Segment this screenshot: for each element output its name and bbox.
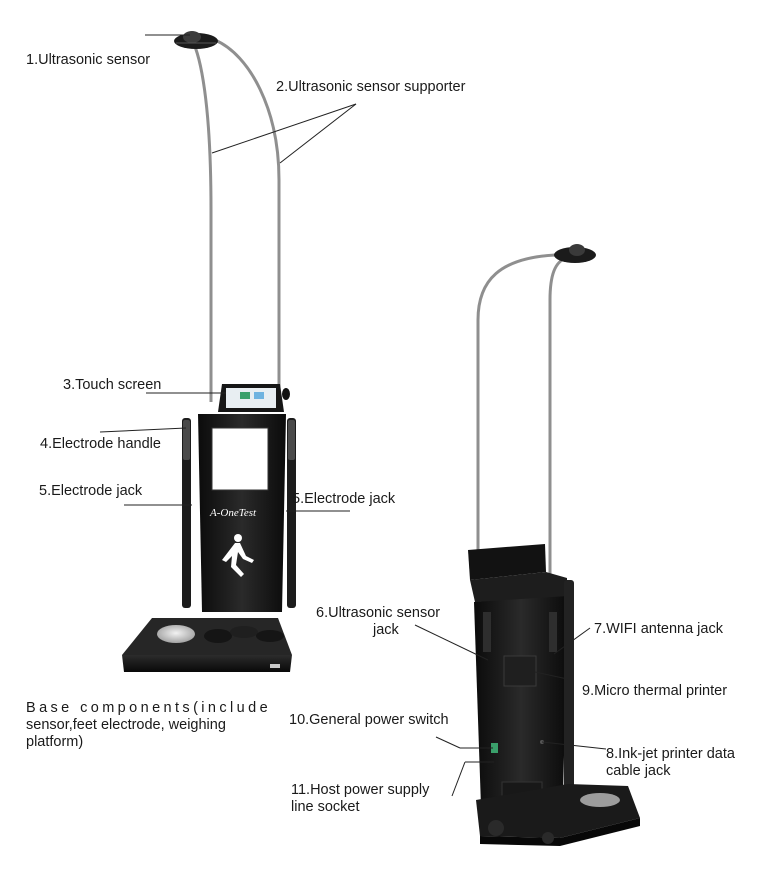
back-top-module: [468, 544, 567, 602]
leader-line-wifi-jack: [553, 627, 591, 655]
leader-line-supporter-left: [211, 103, 357, 154]
leader-line-host-socket: [451, 761, 466, 797]
label-ultrasonic-sensor: 1.Ultrasonic sensor: [26, 52, 151, 68]
label-inkjet-printer-jack: 8.Ink-jet printer data cable jack: [606, 746, 735, 780]
back-sensor-supporter-left-pole: [476, 253, 556, 628]
leader-line-thermal-printer: [534, 671, 573, 681]
sensor-supporter-right-pole: [214, 38, 281, 400]
runner-figure-icon: [222, 534, 254, 577]
label-general-power-switch: 10.General power switch: [289, 712, 449, 728]
label-ultrasonic-sensor-jack: 6.Ultrasonic sensor jack: [316, 605, 440, 639]
label-base-components-line2: sensor,feet electrode, weighing: [26, 717, 226, 733]
label-electrode-jack-left: 5.Electrode jack: [39, 483, 143, 499]
label-inkjet-printer-jack-line1: 8.Ink-jet printer data: [606, 746, 735, 762]
leader-line-electrode-handle: [99, 427, 187, 433]
label-ultrasonic-sensor-supporter: 2.Ultrasonic sensor supporter: [276, 79, 466, 95]
main-column: [182, 414, 296, 612]
label-electrode-handle: 4.Electrode handle: [40, 436, 161, 452]
leader-line-power-switch: [435, 736, 461, 749]
leader-line-inkjet-jack: [541, 741, 607, 750]
front-view-device: [122, 31, 296, 672]
label-host-power-socket: 11.Host power supply line socket: [291, 782, 429, 816]
ultrasonic-sensor-head: [174, 31, 218, 49]
back-ultrasonic-sensor-head: [554, 244, 596, 263]
label-host-power-socket-line1: 11.Host power supply: [291, 782, 430, 798]
base-platform: [122, 618, 292, 672]
power-switch-icon: [491, 743, 498, 753]
label-base-components-line1: Base components(include: [26, 700, 272, 716]
sensor-supporter-left-pole: [190, 39, 213, 402]
label-ultrasonic-sensor-jack-line2: jack: [373, 622, 399, 638]
label-host-power-socket-line2: line socket: [291, 799, 360, 815]
label-wifi-antenna-jack: 7.WIFI antenna jack: [594, 621, 723, 637]
label-micro-thermal-printer: 9.Micro thermal printer: [582, 683, 728, 699]
device-logo-text: A-OneTest: [209, 507, 257, 519]
touch-screen: [218, 384, 290, 412]
leader-lines: [99, 34, 607, 797]
label-ultrasonic-sensor-jack-line1: 6.Ultrasonic sensor: [316, 605, 441, 621]
label-touch-screen: 3.Touch screen: [63, 377, 162, 393]
label-inkjet-printer-jack-line2: cable jack: [606, 763, 671, 779]
label-base-components: Base components(include sensor,feet elec…: [26, 700, 271, 751]
back-sensor-supporter-right-pole: [548, 256, 567, 628]
label-electrode-jack-right: 5.Electrode jack: [292, 491, 396, 507]
label-base-components-line3: platform): [26, 734, 84, 750]
leader-line-ultrasonic-jack: [414, 624, 489, 661]
leader-line-supporter-right: [279, 103, 357, 164]
back-base-platform: [476, 784, 640, 846]
back-view-device: [468, 244, 640, 846]
